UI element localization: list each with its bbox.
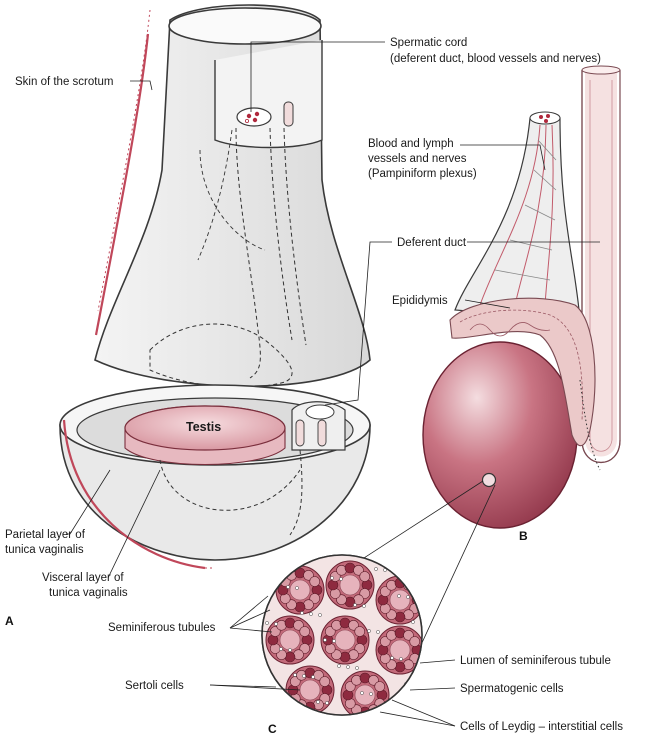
label-deferent-duct: Deferent duct <box>397 237 467 249</box>
label-parietal-1: Parietal layer of <box>5 529 86 541</box>
scrotum-skin-edge <box>94 33 150 336</box>
label-blood-lymph-1: Blood and lymph <box>368 138 454 150</box>
label-visceral-2: tunica vaginalis <box>49 587 128 599</box>
panel-a-scrotum-cutaway <box>59 4 371 570</box>
panel-c-histology <box>261 480 496 716</box>
testis-oval <box>422 341 578 529</box>
label-testis: Testis <box>186 420 221 434</box>
label-leydig: Cells of Leydig – interstitial cells <box>460 721 623 733</box>
epididymis <box>449 297 596 447</box>
label-blood-lymph-3: (Pampiniform plexus) <box>368 168 477 180</box>
label-sertoli: Sertoli cells <box>125 680 184 692</box>
label-visceral-1: Visceral layer of <box>42 572 124 584</box>
label-blood-lymph-2: vessels and nerves <box>368 153 467 165</box>
label-spermatic-cord: Spermatic cord <box>390 37 467 49</box>
label-parietal-2: tunica vaginalis <box>5 544 84 556</box>
leader-lines <box>66 41 600 727</box>
label-epididymis: Epididymis <box>392 295 448 307</box>
label-skin-scrotum: Skin of the scrotum <box>15 76 113 88</box>
panel-label-b: B <box>519 529 528 543</box>
label-spermatogenic: Spermatogenic cells <box>460 683 564 695</box>
panel-b-testis <box>422 65 621 529</box>
panel-label-c: C <box>268 722 277 736</box>
label-spermatic-cord-detail: (deferent duct, blood vessels and nerves… <box>390 53 601 65</box>
label-lumen: Lumen of seminiferous tubule <box>460 655 611 667</box>
label-seminiferous: Seminiferous tubules <box>108 622 216 634</box>
panel-label-a: A <box>5 614 14 628</box>
